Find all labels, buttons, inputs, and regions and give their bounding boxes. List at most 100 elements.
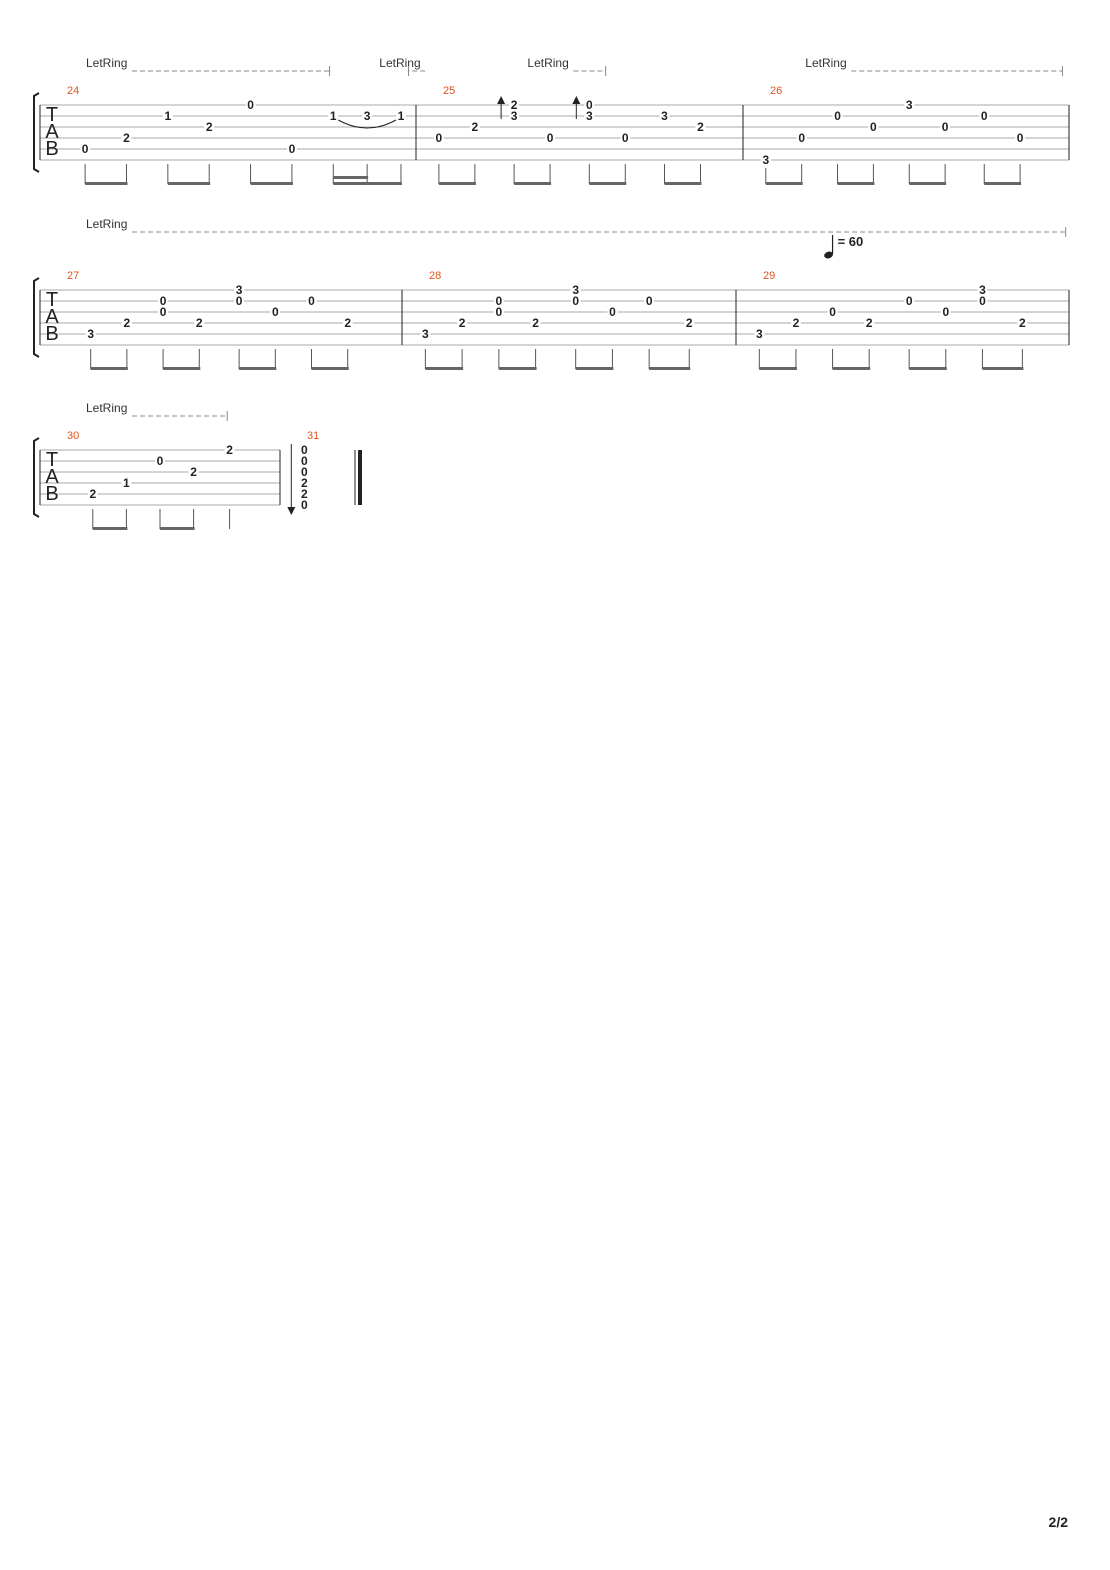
fret-number: 2 xyxy=(511,98,518,112)
fret-mask xyxy=(342,317,353,329)
fret-number: 0 xyxy=(572,294,579,308)
fret-mask xyxy=(760,154,771,166)
fret-mask xyxy=(832,110,843,122)
fret-mask xyxy=(754,328,765,340)
fret-mask xyxy=(299,466,310,478)
let-ring-label: LetRing xyxy=(86,56,127,70)
fret-number: 0 xyxy=(547,131,554,145)
beam xyxy=(438,182,476,185)
fret-mask xyxy=(362,110,373,122)
fret-number: 0 xyxy=(829,305,836,319)
fret-number: 3 xyxy=(756,327,763,341)
fret-number: 3 xyxy=(762,153,769,167)
fret-mask xyxy=(328,110,339,122)
fret-number: 0 xyxy=(301,443,308,457)
fret-mask xyxy=(940,121,951,133)
fret-number: 3 xyxy=(511,109,518,123)
fret-number: 2 xyxy=(89,487,96,501)
fret-mask xyxy=(420,328,431,340)
fret-number: 3 xyxy=(422,327,429,341)
beam xyxy=(239,367,277,370)
upstroke-arrow-icon xyxy=(497,96,506,104)
tab-clef-letter: A xyxy=(45,306,59,328)
fret-mask xyxy=(299,488,310,500)
fret-mask xyxy=(457,317,468,329)
fret-number: 0 xyxy=(82,142,89,156)
fret-number: 0 xyxy=(236,294,243,308)
beam xyxy=(514,182,552,185)
beam xyxy=(909,182,947,185)
fret-number: 2 xyxy=(123,131,130,145)
fret-number: 2 xyxy=(301,476,308,490)
fret-mask xyxy=(570,284,581,296)
fret-number: 2 xyxy=(226,443,233,457)
beam xyxy=(250,182,293,185)
fret-mask xyxy=(977,295,988,307)
fret-number: 0 xyxy=(942,120,949,134)
page-number: 2/2 xyxy=(1048,1514,1068,1530)
fret-mask xyxy=(395,110,406,122)
fret-number: 3 xyxy=(586,109,593,123)
let-ring-label: LetRing xyxy=(86,217,127,231)
fret-number: 2 xyxy=(866,316,873,330)
fret-mask xyxy=(121,132,132,144)
tab-clef-letter: T xyxy=(46,449,58,471)
measure-number: 29 xyxy=(763,270,775,282)
tab-clef-letter: A xyxy=(45,466,59,488)
tab-clef-letter: T xyxy=(46,289,58,311)
fret-mask xyxy=(270,306,281,318)
fret-mask xyxy=(286,143,297,155)
fret-mask xyxy=(979,110,990,122)
beam xyxy=(837,182,875,185)
beam xyxy=(498,367,537,370)
fret-mask xyxy=(1015,132,1026,144)
let-ring-label: LetRing xyxy=(805,56,846,70)
tab-clef-letter: B xyxy=(45,483,58,505)
tab-clef-letter: A xyxy=(45,121,59,143)
fret-number: 2 xyxy=(206,120,213,134)
fret-mask xyxy=(306,295,317,307)
fret-number: 3 xyxy=(979,283,986,297)
fret-number: 3 xyxy=(906,98,913,112)
beam xyxy=(649,367,691,370)
quarter-note-icon xyxy=(824,251,833,259)
fret-mask xyxy=(121,477,132,489)
fret-mask xyxy=(607,306,618,318)
fret-number: 0 xyxy=(906,294,913,308)
system-bracket xyxy=(33,92,40,173)
beam xyxy=(909,367,947,370)
measure-number: 31 xyxy=(307,430,319,442)
fret-number: 3 xyxy=(572,283,579,297)
fret-number: 0 xyxy=(301,454,308,468)
fret-number: 0 xyxy=(301,498,308,512)
fret-number: 1 xyxy=(398,109,405,123)
fret-mask xyxy=(493,295,504,307)
fret-number: 0 xyxy=(272,305,279,319)
fret-mask xyxy=(904,295,915,307)
measure-number: 25 xyxy=(443,85,455,97)
fret-number: 0 xyxy=(942,305,949,319)
fret-mask xyxy=(570,295,581,307)
fret-number: 2 xyxy=(697,120,704,134)
fret-number: 0 xyxy=(609,305,616,319)
beam xyxy=(589,182,627,185)
measure-number: 24 xyxy=(67,85,79,97)
fret-mask xyxy=(299,477,310,489)
beam xyxy=(163,367,201,370)
fret-mask xyxy=(204,121,215,133)
fret-number: 1 xyxy=(164,109,171,123)
fret-mask xyxy=(790,317,801,329)
final-barline-thick xyxy=(358,450,362,505)
upstroke-arrow-icon xyxy=(572,96,581,104)
fret-mask xyxy=(155,455,165,467)
fret-mask xyxy=(87,488,98,500)
beam xyxy=(982,367,1024,370)
fret-mask xyxy=(188,466,199,478)
fret-mask xyxy=(644,295,655,307)
fret-number: 3 xyxy=(87,327,94,341)
fret-number: 0 xyxy=(436,131,443,145)
fret-number: 0 xyxy=(1017,131,1024,145)
fret-number: 0 xyxy=(289,142,296,156)
beam xyxy=(664,182,702,185)
fret-number: 2 xyxy=(686,316,693,330)
